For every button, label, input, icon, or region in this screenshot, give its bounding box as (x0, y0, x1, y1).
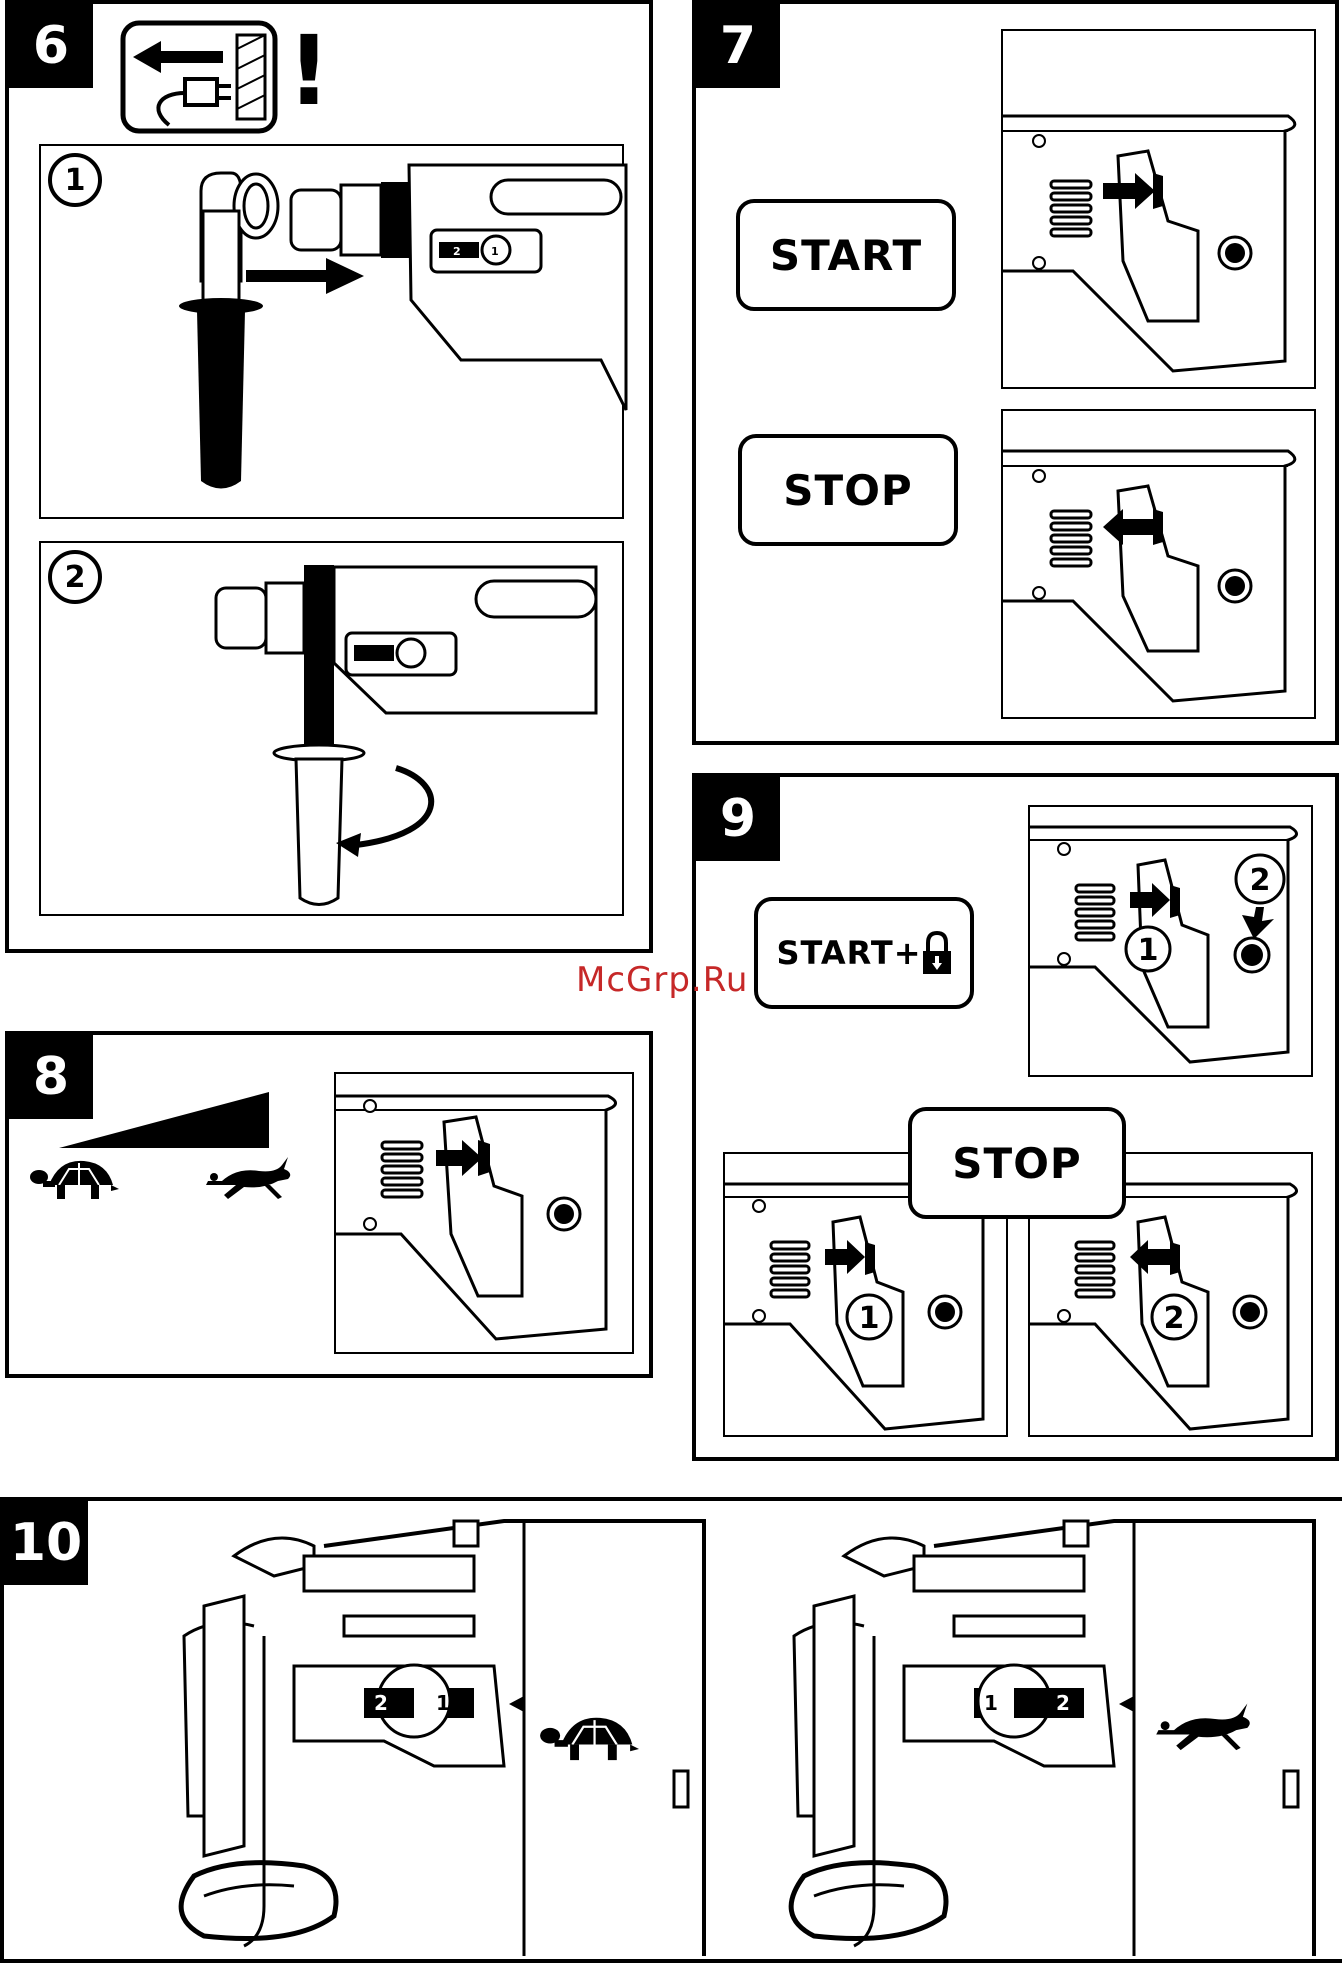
speed-wedge (59, 1090, 274, 1150)
step-number: 7 (696, 4, 780, 88)
side-handle-illustration (161, 171, 281, 501)
start-button-label: START (736, 199, 956, 311)
step-number: 6 (9, 4, 93, 88)
panel-step-6: 6 ! 1 (5, 0, 653, 953)
svg-text:2: 2 (1056, 1691, 1070, 1715)
stop-button-label: STOP (908, 1107, 1126, 1219)
switch-stop-view (1001, 409, 1316, 719)
hare-icon (204, 1155, 294, 1205)
tortoise-icon (29, 1155, 119, 1205)
hare-icon (1154, 1701, 1254, 1757)
svg-text:2: 2 (374, 1691, 388, 1715)
svg-text:2: 2 (1250, 863, 1271, 898)
unplug-warning-icon (119, 19, 289, 139)
panel-step-9: 9 START+ 1 2 (692, 773, 1339, 1461)
svg-text:2: 2 (1164, 1301, 1185, 1336)
svg-text:1: 1 (65, 163, 86, 198)
number-circle: 2 (47, 549, 103, 605)
stop-button-label: STOP (738, 434, 958, 546)
switch-start-view (1001, 29, 1316, 389)
svg-text:1: 1 (859, 1301, 880, 1336)
svg-text:1: 1 (436, 1691, 450, 1715)
panel-step-8: 8 (5, 1031, 653, 1378)
step-number: 10 (4, 1501, 88, 1585)
exclamation-mark: ! (287, 16, 331, 126)
step-number: 9 (696, 777, 780, 861)
panel-step-10: 10 2 1 (0, 1497, 1342, 1963)
drill-front-illustration: 2 1 (281, 160, 626, 410)
svg-text:2: 2 (453, 245, 461, 258)
panel-step-7: 7 START STOP (692, 0, 1339, 745)
watermark: McGrp.Ru (576, 960, 748, 1000)
drill-body-illustration (1003, 411, 1314, 717)
drill-with-handle-illustration (216, 553, 626, 913)
svg-text:1: 1 (984, 1691, 998, 1715)
start-lock-button-label: START+ (754, 897, 974, 1009)
speed-switch-view (334, 1072, 634, 1354)
svg-text:1: 1 (491, 245, 499, 258)
drill-body-illustration (336, 1074, 632, 1352)
step-6-sub-1: 1 2 1 (39, 144, 624, 519)
padlock-icon (922, 931, 952, 975)
svg-text:1: 1 (1138, 933, 1159, 968)
drill-body-illustration (1003, 31, 1314, 387)
drill-body-illustration: 1 2 (1030, 807, 1311, 1075)
tortoise-icon (539, 1711, 639, 1767)
step-6-sub-2: 2 (39, 541, 624, 916)
number-circle: 1 (47, 152, 103, 208)
svg-text:2: 2 (65, 560, 86, 595)
switch-lock-view: 1 2 (1028, 805, 1313, 1077)
start-lock-text: START+ (777, 934, 922, 972)
